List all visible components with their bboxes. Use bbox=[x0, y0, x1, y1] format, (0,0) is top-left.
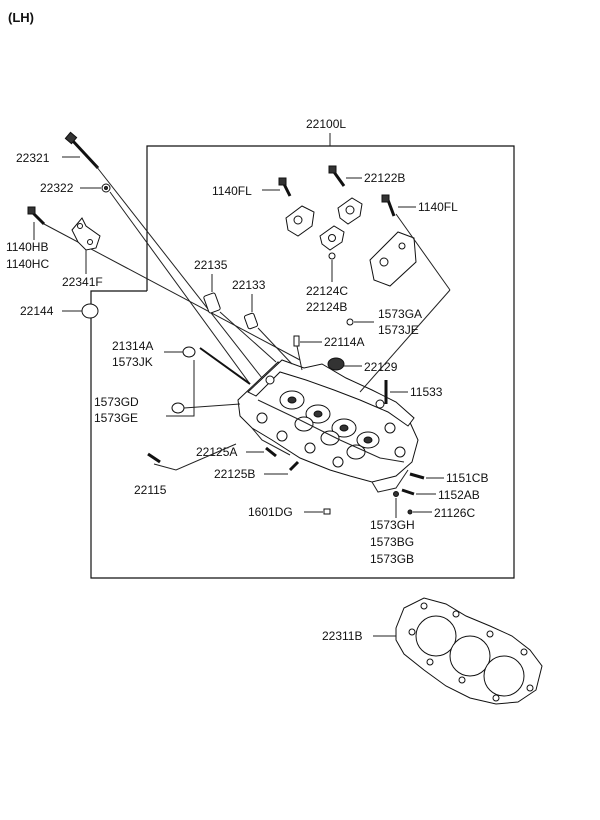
label-1573BG[interactable]: 1573BG bbox=[370, 535, 414, 549]
label-22144[interactable]: 22144 bbox=[20, 304, 54, 318]
plug-icon[interactable] bbox=[407, 509, 413, 515]
head-gasket-icon[interactable] bbox=[395, 597, 543, 705]
assembly-frame bbox=[90, 145, 515, 579]
label-22341F[interactable]: 22341F bbox=[62, 275, 103, 289]
label-1573JE[interactable]: 1573JE bbox=[378, 323, 419, 337]
label-1573GE[interactable]: 1573GE bbox=[94, 411, 138, 425]
label-22129[interactable]: 22129 bbox=[364, 360, 398, 374]
plug-icon[interactable] bbox=[346, 318, 354, 326]
label-22100L[interactable]: 22100L bbox=[306, 117, 346, 131]
label-1140FL-a[interactable]: 1140FL bbox=[212, 184, 252, 198]
label-22122B[interactable]: 22122B bbox=[364, 171, 405, 185]
label-22321[interactable]: 22321 bbox=[16, 151, 50, 165]
label-22114A[interactable]: 22114A bbox=[324, 335, 364, 349]
label-22322[interactable]: 22322 bbox=[40, 181, 74, 195]
label-21314A[interactable]: 21314A bbox=[112, 339, 153, 353]
label-1140HB[interactable]: 1140HB bbox=[6, 240, 48, 254]
bolt-icon[interactable] bbox=[409, 472, 425, 480]
bolt-icon[interactable] bbox=[27, 206, 46, 226]
label-1140FL-b[interactable]: 1140FL bbox=[418, 200, 458, 214]
plug-icon[interactable] bbox=[182, 346, 196, 358]
plug-icon[interactable] bbox=[171, 402, 185, 414]
sleeve-icon[interactable] bbox=[203, 292, 221, 314]
bolt-icon[interactable] bbox=[265, 446, 277, 458]
label-1151CB[interactable]: 1151CB bbox=[446, 471, 488, 485]
label-22115[interactable]: 22115 bbox=[134, 483, 167, 497]
sleeve-icon[interactable] bbox=[243, 312, 259, 330]
label-22135[interactable]: 22135 bbox=[194, 258, 228, 272]
label-22311B[interactable]: 22311B bbox=[322, 629, 362, 643]
label-1601DG[interactable]: 1601DG bbox=[248, 505, 293, 519]
pin-icon[interactable] bbox=[147, 452, 161, 464]
bolt-icon[interactable] bbox=[288, 460, 300, 472]
cap-icon[interactable] bbox=[327, 357, 345, 371]
label-1573GD[interactable]: 1573GD bbox=[94, 395, 139, 409]
label-22125B[interactable]: 22125B bbox=[214, 467, 255, 481]
label-21126C[interactable]: 21126C bbox=[434, 506, 475, 520]
bolt-icon[interactable] bbox=[278, 177, 292, 197]
label-1152AB[interactable]: 1152AB bbox=[438, 488, 480, 502]
label-11533[interactable]: 11533 bbox=[410, 385, 443, 399]
label-1573GB[interactable]: 1573GB bbox=[370, 552, 414, 566]
dowel-icon[interactable] bbox=[293, 335, 300, 347]
plug-icon[interactable] bbox=[393, 491, 399, 497]
label-1573JK[interactable]: 1573JK bbox=[112, 355, 153, 369]
camshaft-cap-icon[interactable] bbox=[369, 231, 417, 287]
bolt-icon[interactable] bbox=[401, 488, 415, 496]
pin-icon[interactable] bbox=[199, 347, 251, 385]
side-label: (LH) bbox=[8, 10, 34, 25]
bolt-icon[interactable] bbox=[64, 131, 100, 170]
bolt-icon[interactable] bbox=[381, 194, 396, 217]
label-1573GA[interactable]: 1573GA bbox=[378, 307, 422, 321]
bracket-icon[interactable] bbox=[71, 217, 101, 251]
label-1140HC[interactable]: 1140HC bbox=[6, 257, 49, 271]
oil-seal-icon[interactable] bbox=[81, 303, 99, 319]
plug-icon[interactable] bbox=[323, 508, 331, 515]
cylinder-head-icon[interactable] bbox=[237, 359, 419, 493]
label-22124C[interactable]: 22124C bbox=[306, 284, 348, 298]
label-1573GH[interactable]: 1573GH bbox=[370, 518, 415, 532]
dowel-icon[interactable] bbox=[328, 252, 336, 260]
label-22124B[interactable]: 22124B bbox=[306, 300, 347, 314]
label-22133[interactable]: 22133 bbox=[232, 278, 266, 292]
bolt-icon[interactable] bbox=[328, 165, 346, 187]
